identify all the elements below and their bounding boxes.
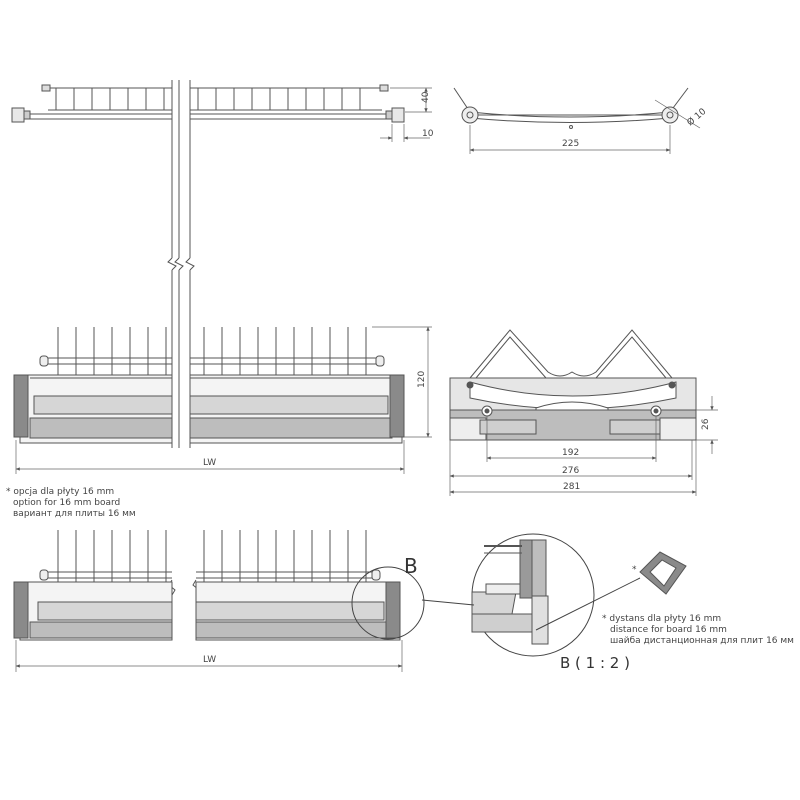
- detail-b-title: B ( 1 : 2 ): [560, 654, 630, 672]
- dim-lw-option: LW: [203, 655, 216, 665]
- dim-lw-front: LW: [203, 458, 216, 468]
- side-top-dimensions: [469, 99, 701, 154]
- dim-225: 225: [562, 139, 579, 149]
- option-view-rack: [13, 530, 425, 641]
- top-view-rack: [11, 84, 405, 123]
- spacer-note-line-en: distance for board 16 mm: [610, 625, 727, 635]
- spacer-note-line-pl: * dystans dla płyty 16 mm: [602, 614, 794, 625]
- side-bottom-dimensions: [449, 396, 718, 496]
- dim-26: 26: [701, 418, 711, 430]
- dim-276: 276: [562, 466, 579, 476]
- side-bottom-rack: [449, 329, 697, 441]
- note-option-line-ru: вариант для плиты 16 мм: [13, 509, 136, 519]
- dim-192: 192: [562, 448, 579, 458]
- dim-diameter-10: Ø 10: [685, 106, 709, 128]
- option-view-wires-left: [57, 530, 167, 588]
- spacer-note-line-ru: шайба дистанционная для плит 16 мм: [610, 636, 794, 646]
- top-view-rungs-left: [55, 88, 165, 110]
- front-view-dimensions: [15, 326, 432, 474]
- side-top-rack: [453, 87, 689, 129]
- front-view-rack: [13, 327, 405, 444]
- option-view-wires-right: [203, 530, 367, 588]
- note-option-line-pl: * opcja dla płyty 16 mm: [6, 487, 136, 498]
- top-view-dimensions: [380, 87, 432, 142]
- note-option-line-en: option for 16 mm board: [13, 498, 121, 508]
- detail-marker-b: B: [404, 554, 418, 578]
- option-view-dimensions: [15, 640, 403, 672]
- spacer-note-asterisk: *: [602, 614, 607, 624]
- dim-height-40: 40: [421, 91, 431, 103]
- dim-height-120: 120: [417, 371, 427, 388]
- dim-end-10: 10: [422, 129, 434, 139]
- spacer-note-text-pl: dystans dla płyty 16 mm: [609, 614, 722, 624]
- top-view-rungs-right: [197, 88, 361, 110]
- spacer-part: [639, 551, 687, 595]
- detail-b-view: [421, 533, 641, 657]
- note-option-asterisk: *: [6, 487, 11, 497]
- dim-281: 281: [563, 482, 580, 492]
- spacer-note-block: * dystans dla płyty 16 mm distance for b…: [602, 614, 794, 647]
- spacer-asterisk: *: [632, 565, 637, 575]
- note-option-block: * opcja dla płyty 16 mm option for 16 mm…: [6, 487, 136, 520]
- note-option-text-pl: opcja dla płyty 16 mm: [13, 487, 115, 497]
